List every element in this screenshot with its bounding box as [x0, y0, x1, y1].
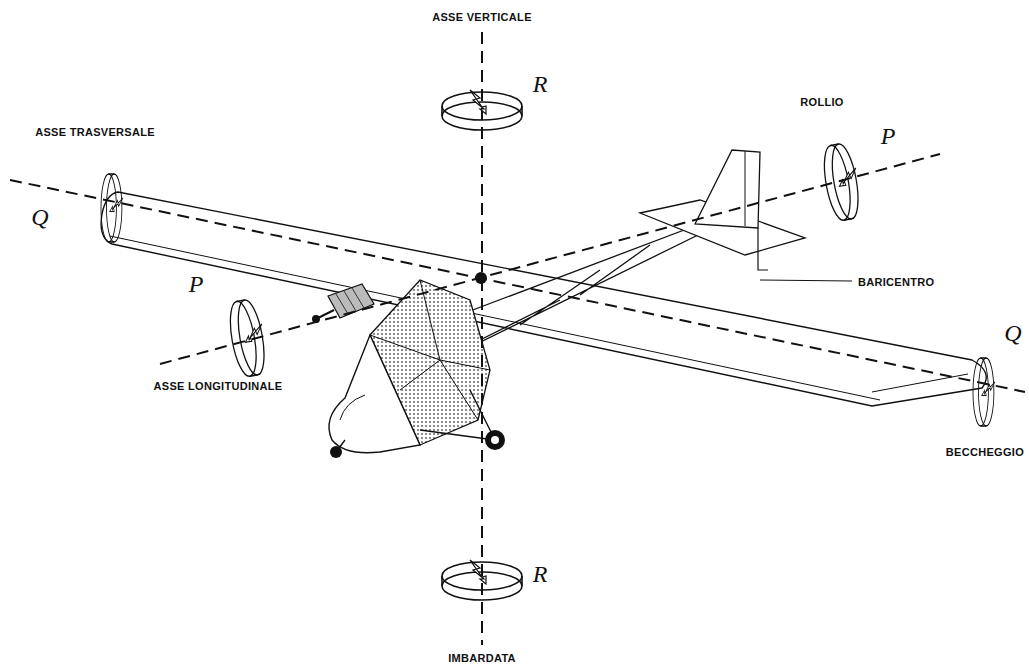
wing-leading-edge [110, 236, 880, 400]
wheel-hub [491, 436, 499, 444]
transverse-axis [10, 180, 1025, 392]
motion-name: BECCHEGGIO [946, 447, 1024, 458]
pitch-rotation [973, 358, 995, 426]
vertical-fin [695, 150, 760, 228]
main-wheel [485, 430, 505, 450]
nose-wheel [330, 446, 342, 458]
rudder-line [745, 151, 746, 226]
aileron [872, 374, 968, 392]
axis-name: ASSE LONGITUDINALE [154, 381, 283, 392]
wing [101, 192, 986, 406]
leader-line [760, 280, 852, 281]
roll-rotation [226, 298, 271, 378]
engine-fins [336, 288, 364, 314]
motion-name: ROLLIO [800, 97, 843, 108]
rotation-symbol: P [189, 272, 204, 296]
landing-gear [336, 390, 495, 452]
rotation-symbol: R [533, 562, 548, 586]
yaw-rotation [442, 90, 522, 130]
axis-name: ASSE TRASVERSALE [35, 127, 155, 138]
pitch-rotation [101, 174, 123, 242]
longitudinal-axis [160, 154, 940, 364]
rotation-symbol: Q [31, 205, 48, 229]
roll-rotation [820, 142, 865, 222]
windshield [340, 395, 365, 420]
centre-of-gravity [475, 272, 487, 284]
yaw-rotation [442, 560, 522, 600]
vertical-axis [481, 32, 483, 645]
motion-name: IMBARDATA [448, 653, 516, 664]
rotation-symbol: Q [1004, 321, 1021, 345]
rotation-symbol: R [533, 72, 548, 96]
tail-skid [758, 228, 768, 270]
nose-pod [329, 335, 420, 453]
part-name: BARICENTRO [858, 277, 934, 288]
axis-name: ASSE VERTICALE [432, 12, 532, 23]
rotation-symbol: P [881, 124, 896, 148]
